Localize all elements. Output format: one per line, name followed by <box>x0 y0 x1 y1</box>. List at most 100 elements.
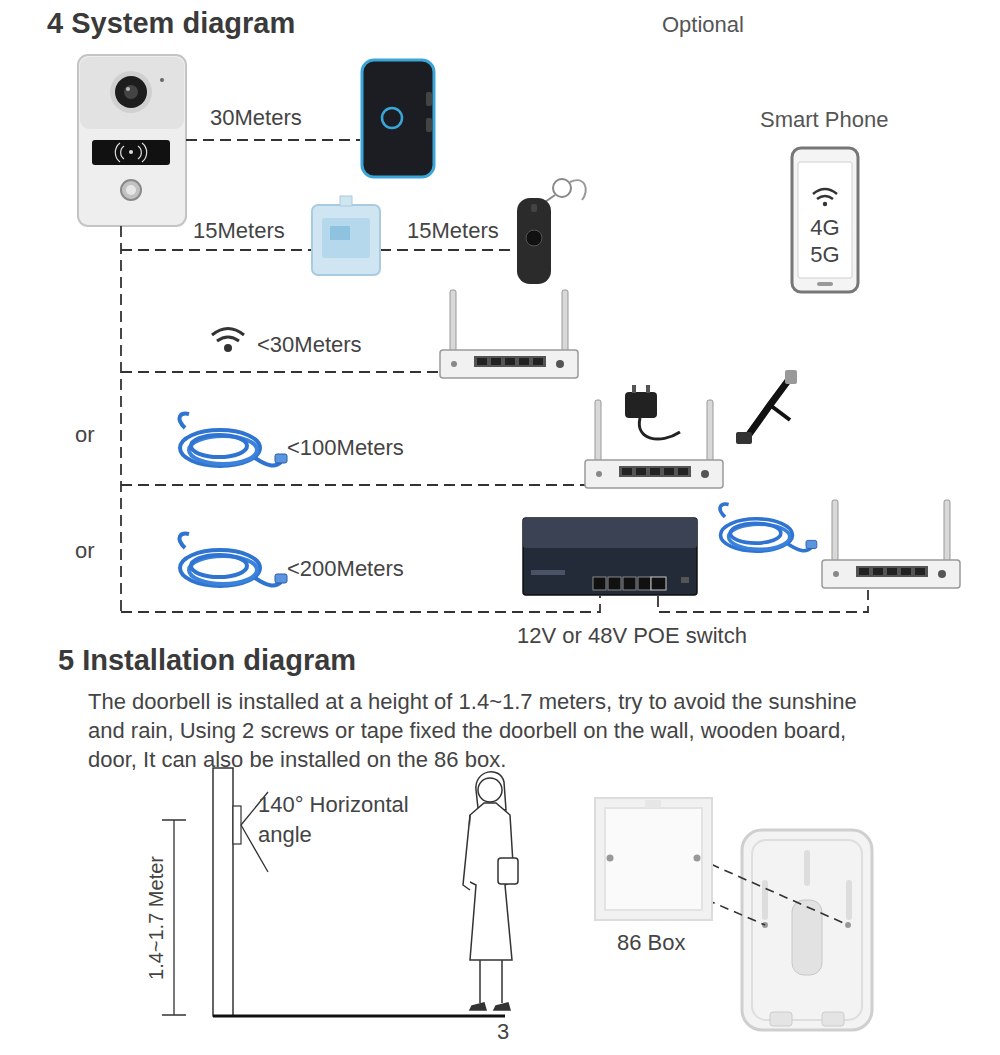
doorbell-unit-part <box>126 185 136 195</box>
doorbell-unit-part <box>126 87 130 91</box>
remote-fob-part <box>526 230 542 246</box>
power-adapter-part <box>625 392 657 418</box>
diagram-title: 4 System diagram <box>47 5 295 41</box>
mounting-plate-part <box>762 880 768 920</box>
doorbell-unit-part <box>80 57 184 129</box>
remote-fob-part <box>553 179 571 197</box>
poe-injector-part <box>785 370 797 384</box>
dashed-link-lines-part <box>121 484 585 486</box>
indoor-chime-part <box>426 92 432 106</box>
illustration-part <box>720 504 817 551</box>
dashed-link-lines-part <box>121 596 600 612</box>
illustration-part <box>822 500 960 588</box>
dashed-link-lines-part <box>186 139 360 141</box>
box-86-part <box>607 855 614 862</box>
or-label: or <box>75 537 95 565</box>
smart-phone-part <box>798 162 852 278</box>
box-86-part <box>645 800 661 808</box>
wireless-receiver-part <box>322 218 370 258</box>
poe-switch: 12V or 48V POE switch <box>515 515 775 655</box>
distance-label: <30Meters <box>257 331 362 359</box>
section-heading: 5 Installation diagram <box>58 642 356 678</box>
distance-label: <100Meters <box>287 434 404 462</box>
doorbell-unit-part <box>160 78 164 82</box>
smart-phone: Smart Phone4G 5G <box>755 106 905 296</box>
mounting-plate-part <box>752 840 862 1020</box>
box-86-part <box>605 808 702 910</box>
angle-label: 140° Horizontal angle <box>258 790 443 850</box>
or-label: or <box>75 421 95 449</box>
poe-switch-part <box>608 577 621 590</box>
remote-fob <box>517 179 586 284</box>
doorbell-unit-part <box>115 143 146 162</box>
doorbell-unit-part <box>121 180 141 200</box>
doorbell-unit-part <box>92 140 170 165</box>
mounting-plate-part <box>822 1012 844 1026</box>
wireless-receiver-part <box>312 205 380 275</box>
poe-switch-part <box>531 570 565 575</box>
node-caption: 12V or 48V POE switch <box>517 622 747 650</box>
indoor-chime <box>362 60 434 177</box>
network-label: 4G 5G <box>803 214 847 268</box>
wall-drawing-part <box>213 1015 505 1018</box>
dashed-link-lines-part <box>121 371 440 373</box>
mounting-plate-part <box>846 880 852 920</box>
box-86-part <box>595 798 712 920</box>
doorbell-unit-part <box>115 76 147 108</box>
wireless-receiver <box>312 196 380 275</box>
instruction-text: The doorbell is installed at a height of… <box>88 687 878 774</box>
indoor-chime-part <box>382 108 402 128</box>
distance-label: <200Meters <box>287 555 404 583</box>
doorbell-unit <box>78 55 186 226</box>
dashed-link-lines-part <box>380 249 512 251</box>
page-number: 3 <box>497 1018 509 1046</box>
power-adapter <box>625 385 680 439</box>
poe-switch-part <box>638 577 651 590</box>
woman-figure-part <box>480 960 502 1003</box>
wifi-icon <box>212 329 244 351</box>
wireless-receiver-part <box>340 196 352 206</box>
poe-injector-part <box>745 378 790 440</box>
mounting-plate <box>742 830 872 1030</box>
mounting-plate-part <box>742 830 872 1030</box>
remote-fob-part <box>545 195 555 202</box>
poe-injector <box>736 370 797 444</box>
doorbell-unit-part <box>124 85 138 99</box>
poe-switch-part <box>651 577 666 590</box>
poe-injector-part <box>736 432 752 444</box>
distance-label: 30Meters <box>210 104 302 132</box>
dashed-link-lines-part <box>121 249 312 251</box>
power-adapter-part <box>632 385 636 393</box>
dashed-link-lines-part <box>120 226 122 612</box>
height-label: 1.4~1.7 Meter <box>144 856 169 980</box>
wifi-icon-part <box>226 346 231 351</box>
mounting-plate-part <box>770 1012 792 1026</box>
woman-figure-part <box>470 1003 510 1010</box>
mounting-plate-part <box>792 900 822 975</box>
power-adapter-part <box>646 385 650 393</box>
illustration-part <box>179 534 287 586</box>
poe-switch-part <box>523 518 697 595</box>
woman-figure-part <box>478 778 502 802</box>
poe-injector-part <box>770 405 790 420</box>
woman-figure <box>463 772 518 1010</box>
smart-phone-shape <box>755 106 905 296</box>
smart-phone-part <box>823 202 827 206</box>
indoor-chime-part <box>426 118 432 132</box>
distance-label: 15Meters <box>407 217 499 245</box>
smart-phone-part <box>817 282 833 286</box>
illustration-part <box>179 414 287 466</box>
wall-drawing-part <box>233 806 241 844</box>
note-label: Optional <box>662 11 744 39</box>
poe-switch-part <box>523 518 697 548</box>
smart-phone-part <box>792 148 858 292</box>
node-caption: 86 Box <box>617 929 686 957</box>
power-adapter-part <box>639 418 680 439</box>
dashed-link-lines <box>121 140 868 612</box>
doorbell-unit-part <box>110 71 152 113</box>
woman-figure-part <box>463 815 470 890</box>
wall-drawing-part <box>213 768 233 1016</box>
doorbell-unit-part <box>78 55 186 226</box>
wall-drawing <box>213 768 505 1016</box>
